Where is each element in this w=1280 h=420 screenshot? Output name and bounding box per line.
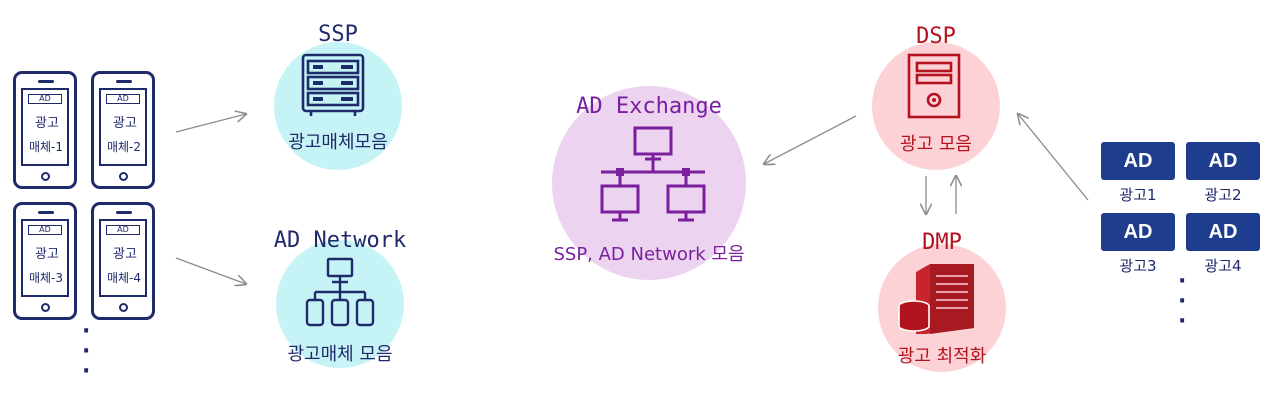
ssp-title: SSP [318,22,358,47]
dmp-caption: 광고 최적화 [897,346,987,367]
arrow-phones-to-ssp [175,114,246,133]
phone-speaker [116,80,132,83]
ad-label-1: 광고1 [1119,186,1157,204]
phone-media-4: AD 광고 매체-4 [91,202,155,320]
ad-exchange-title: AD Exchange [576,94,722,119]
phone-speaker [38,211,54,214]
dmp-title: DMP [922,230,962,255]
ads-continuation-dots: ··· [1178,269,1187,334]
dsp-caption: 광고 모음 [900,134,972,155]
ad-network-caption: 광고매체 모음 [287,344,393,365]
phone-ad-banner: AD [28,94,62,104]
phone-home-button [41,303,50,312]
phone-speaker [38,80,54,83]
ad-network-title: AD Network [273,228,407,253]
ad-label-4: 광고4 [1204,257,1242,275]
phone-home-button [41,172,50,181]
server-database-icon [898,264,974,334]
phone-media-3: AD 광고 매체-3 [13,202,77,320]
phone-media-1: AD 광고 매체-1 [13,71,77,189]
phone-label-line2: 매체-1 [28,140,64,154]
tower-server-icon [907,53,961,119]
ad-exchange-caption: SSP, AD Network 모음 [553,244,745,265]
phone-home-button [119,303,128,312]
phone-ad-banner: AD [106,94,140,104]
arrow-dsp-to-adexchange [764,115,857,164]
network-hierarchy-icon [305,257,375,327]
phone-screen: AD 광고 매체-4 [99,219,147,297]
ad-network-circle [276,240,404,368]
phone-screen: AD 광고 매체-2 [99,88,147,166]
phone-media-2: AD 광고 매체-2 [91,71,155,189]
phone-label-line2: 매체-3 [28,271,64,285]
ad-exchange-circle [552,86,746,280]
phone-screen: AD 광고 매체-1 [21,88,69,166]
dsp-title: DSP [916,24,956,49]
phone-label-line1: 광고 [35,116,59,131]
server-rack-icon [301,53,365,116]
ad-box-1: AD [1101,142,1175,180]
phones-continuation-dots: ··· [82,319,91,384]
phone-label-line1: 광고 [35,247,59,262]
phone-label-line1: 광고 [113,116,137,131]
phone-label-line2: 매체-4 [106,271,142,285]
phone-home-button [119,172,128,181]
arrow-phones-to-adnetwork [175,257,246,284]
ad-label-2: 광고2 [1204,186,1242,204]
ad-box-3: AD [1101,213,1175,251]
phone-label-line2: 매체-2 [106,140,142,154]
phone-screen: AD 광고 매체-3 [21,219,69,297]
phone-label-line1: 광고 [113,247,137,262]
phone-ad-banner: AD [28,225,62,235]
ad-label-3: 광고3 [1119,257,1157,275]
arrow-ads-to-dsp [1018,114,1089,201]
phone-speaker [116,211,132,214]
ssp-caption: 광고매체모음 [288,132,388,153]
phone-ad-banner: AD [106,225,140,235]
ad-box-2: AD [1186,142,1260,180]
ad-box-4: AD [1186,213,1260,251]
network-monitors-icon [600,126,706,222]
